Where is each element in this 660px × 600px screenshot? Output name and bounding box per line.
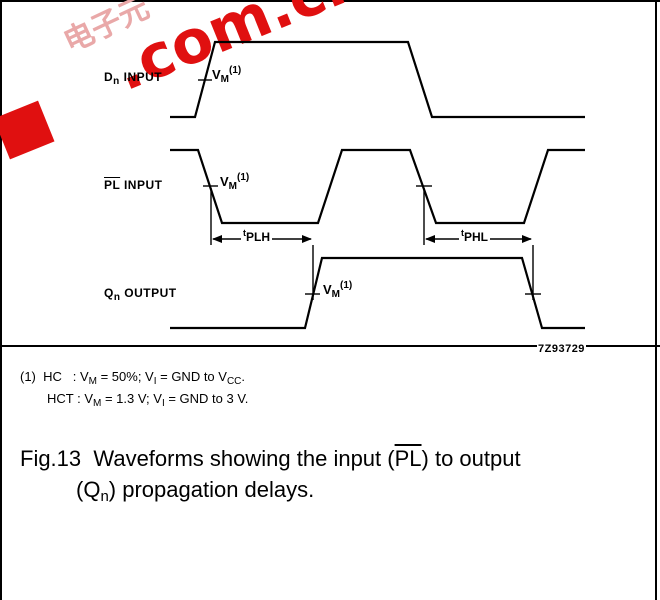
tphl-arrow-left	[425, 235, 435, 243]
caption-line-2: (Qn) propagation delays.	[76, 477, 315, 505]
caption-line-1: Fig.13 Waveforms showing the input (PL) …	[20, 446, 521, 471]
note-hc: (1) HC : VM = 50%; VI = GND to VCC.	[20, 369, 246, 387]
pl-input-label: PL INPUT	[104, 178, 163, 192]
vm-marker-qn: VM(1)	[323, 280, 353, 300]
tphl-arrow-right	[522, 235, 532, 243]
figure-caption: Fig.13 Waveforms showing the input (PL) …	[20, 443, 521, 512]
qn-waveform	[170, 256, 585, 330]
frame-divider	[0, 345, 660, 347]
tplh-label: tPLH	[241, 228, 272, 244]
tplh-arrow-right	[302, 235, 312, 243]
dn-waveform	[170, 40, 585, 119]
figure-code: 7Z93729	[537, 343, 586, 355]
dn-input-label: Dn INPUT	[104, 70, 163, 87]
vm-marker-dn: VM(1)	[212, 65, 242, 85]
qn-output-label: Qn OUTPUT	[104, 286, 177, 303]
frame-top-border	[0, 0, 660, 2]
note-hct: HCT : VM = 1.3 V; VI = GND to 3 V.	[47, 391, 249, 409]
vm-marker-pl: VM(1)	[220, 172, 250, 192]
notes: (1) HC : VM = 50%; VI = GND to VCC. HCT …	[20, 368, 248, 412]
tplh-arrow-left	[212, 235, 222, 243]
tphl-label: tPHL	[459, 228, 490, 244]
